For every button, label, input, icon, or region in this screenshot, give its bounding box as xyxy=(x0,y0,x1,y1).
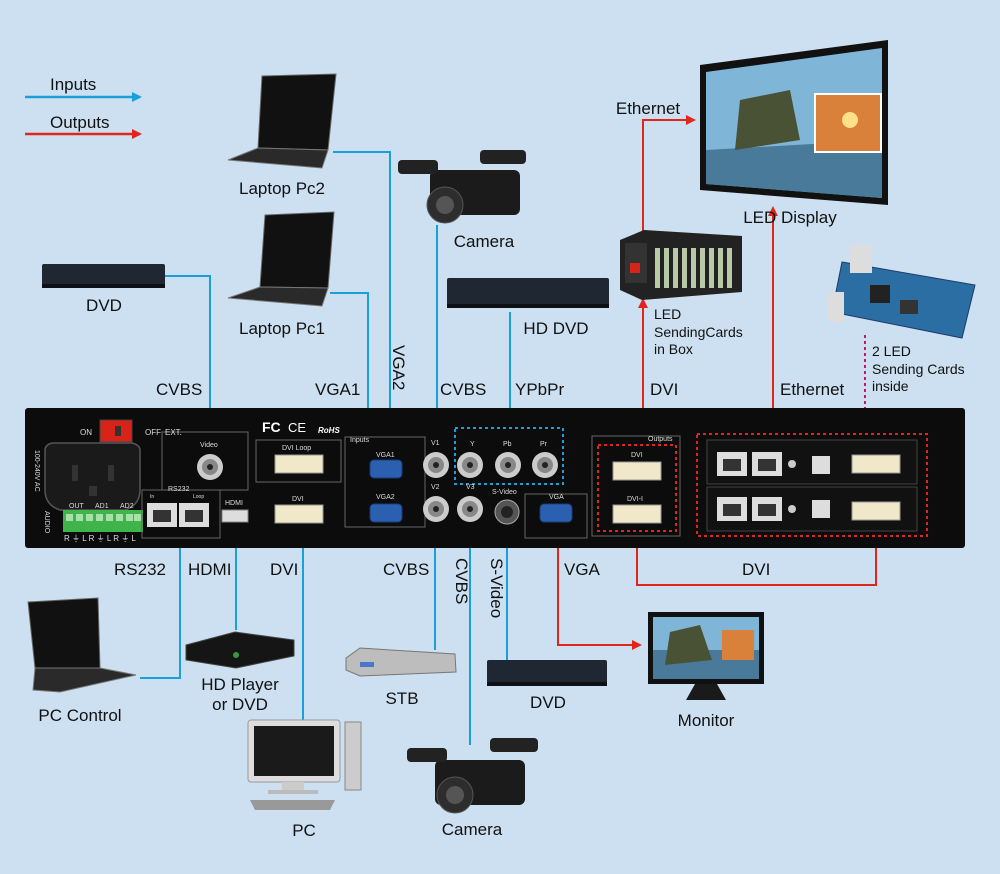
panel-on-label: ON xyxy=(80,428,92,437)
laptop-pc1-icon xyxy=(227,211,335,307)
panel-vga-label: VGA xyxy=(549,494,564,501)
panel-dvi-loop-label: DVI Loop xyxy=(282,445,312,452)
dvi-loop-label: DVI xyxy=(742,560,771,579)
ethernet-label: Ethernet xyxy=(780,380,845,399)
panel-hdmi-label: HDMI xyxy=(225,500,243,507)
monitor-label: Monitor xyxy=(677,711,735,730)
panel-ce-mark: CE xyxy=(288,420,307,435)
pc-label: PC xyxy=(292,821,316,840)
hdmi-label: HDMI xyxy=(188,560,232,579)
camera-bottom-icon xyxy=(407,738,538,814)
panel-v1-label: V1 xyxy=(431,440,440,447)
led-sending-box-label: LED SendingCards in Box xyxy=(654,306,743,357)
dvd-top-label: DVD xyxy=(86,296,122,315)
svideo-label: S-Video xyxy=(487,558,506,619)
camera-top-label: Camera xyxy=(453,232,515,251)
panel-ad1-label: AD1 xyxy=(95,503,109,510)
panel-rs232-label: RS232 xyxy=(168,486,190,493)
dvi-out-label: DVI xyxy=(650,380,679,399)
ypbpr-label: YPbPr xyxy=(515,380,565,399)
panel-inputs-label: Inputs xyxy=(350,437,370,444)
led-display-icon xyxy=(700,40,888,205)
led-sending-box-icon xyxy=(620,230,742,300)
dvi-in-label: DVI xyxy=(270,560,299,579)
panel-video-label: Video xyxy=(200,442,218,449)
vga-out-label: VGA xyxy=(564,560,600,579)
stb-label: STB xyxy=(385,689,419,708)
laptop-pc2-icon xyxy=(227,73,337,169)
legend-outputs-label: Outputs xyxy=(50,113,110,132)
panel-power-label: 100-240V AC xyxy=(33,450,40,492)
hd-player-label: HD Player or DVD xyxy=(201,675,279,714)
panel-loop-label: Loop xyxy=(193,494,205,500)
vga1-label: VGA1 xyxy=(315,380,361,399)
cvbs-bottom-label: CVBS xyxy=(383,560,430,579)
camera-bottom-label: Camera xyxy=(441,820,503,839)
panel-audio-pins-label: R ⏚ L R ⏚ L R ⏚ L xyxy=(64,534,136,543)
led-sending-card-icon xyxy=(828,245,976,339)
dvd-bottom-label: DVD xyxy=(530,693,566,712)
stb-icon xyxy=(345,647,457,677)
panel-svideo-label: S-Video xyxy=(492,489,517,496)
panel-dvi-in-label: DVI xyxy=(292,496,304,503)
panel-fc-mark: FC xyxy=(262,419,281,435)
input-wires xyxy=(140,151,515,745)
panel-y-label: Y xyxy=(470,441,475,448)
hd-dvd-icon xyxy=(447,278,609,308)
laptop-pc1-label: Laptop Pc1 xyxy=(238,319,326,338)
laptop-pc2-label: Laptop Pc2 xyxy=(238,179,326,198)
panel-off-label: OFF xyxy=(145,428,161,437)
panel-vga1-label: VGA1 xyxy=(376,452,395,459)
dvd-top-icon xyxy=(42,264,165,288)
camera-top-icon xyxy=(398,150,526,224)
panel-out-label: OUT xyxy=(69,503,84,510)
rs232-label: RS232 xyxy=(114,560,166,579)
hd-player-icon xyxy=(185,631,295,669)
panel-in-label: In xyxy=(150,494,155,500)
pc-control-label: PC Control xyxy=(38,706,122,725)
panel-v3-label: V3 xyxy=(466,484,475,491)
cvbs-vertical-label: CVBS xyxy=(452,558,471,605)
vga2-label: VGA2 xyxy=(389,345,408,391)
monitor-icon xyxy=(648,612,764,700)
ethernet-top-label: Ethernet xyxy=(615,99,681,118)
legend-inputs-label: Inputs xyxy=(50,75,97,94)
cvbs-top2-label: CVBS xyxy=(440,380,487,399)
panel-pb-label: Pb xyxy=(503,441,512,448)
panel-dvi-label: DVI xyxy=(631,452,643,459)
panel-audio-label: AUDIO xyxy=(43,511,50,534)
pc-control-laptop-icon xyxy=(27,597,137,693)
panel-pr-label: Pr xyxy=(540,441,547,448)
panel-outputs-label: Outputs xyxy=(648,436,673,443)
led-display-label: LED Display xyxy=(743,208,837,227)
dvd-bottom-icon xyxy=(487,660,607,686)
video-processor-panel xyxy=(25,408,965,548)
panel-vga2-label: VGA2 xyxy=(376,494,395,501)
hd-dvd-label: HD DVD xyxy=(523,319,589,338)
led-sending-cards-label: 2 LED Sending Cards inside xyxy=(872,343,965,394)
panel-ad2-label: AD2 xyxy=(120,503,134,510)
panel-dvi-i-label: DVI-I xyxy=(627,496,643,503)
panel-ext-label: EXT. xyxy=(165,428,182,437)
cvbs-top-label: CVBS xyxy=(156,380,203,399)
panel-rohs-mark: RoHS xyxy=(318,426,340,435)
pc-icon xyxy=(247,719,362,810)
panel-v2-label: V2 xyxy=(431,484,440,491)
